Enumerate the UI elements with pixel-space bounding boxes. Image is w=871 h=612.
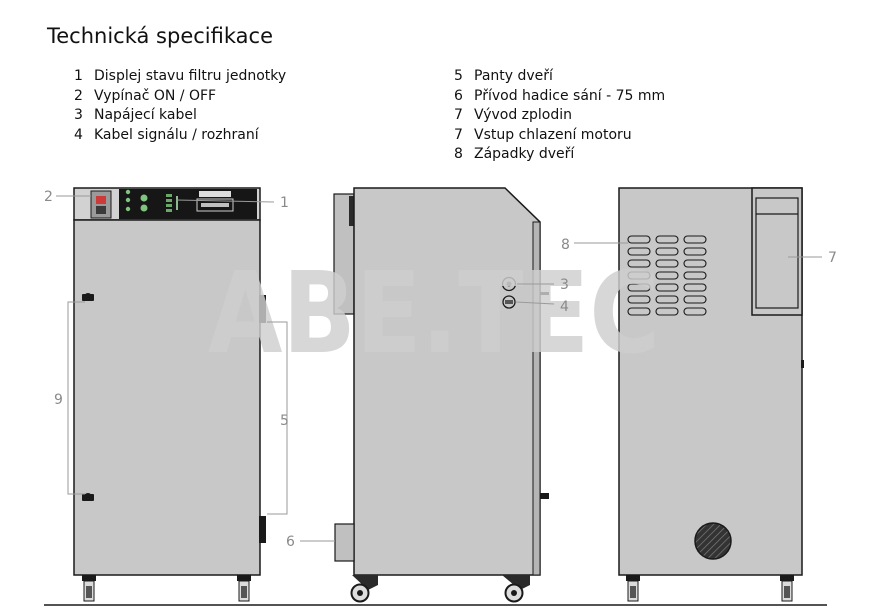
- castor: [502, 575, 530, 603]
- exhaust-outlet: [751, 187, 803, 316]
- castor: [237, 575, 251, 602]
- callout-7: 7: [828, 250, 837, 266]
- front-view: [73, 187, 266, 602]
- page-title: Technická specifikace: [47, 24, 273, 48]
- callout-4: 4: [560, 299, 569, 315]
- castor: [626, 575, 640, 602]
- door-hinge-top: [259, 295, 266, 323]
- callout-3: 3: [560, 277, 569, 293]
- cooling-vents: [627, 235, 707, 316]
- door-latch-bottom: [82, 493, 94, 501]
- door-latch-top: [82, 293, 94, 301]
- switch-on-indicator: [96, 196, 106, 204]
- callout-5: 5: [280, 413, 289, 429]
- side-view: [333, 187, 549, 603]
- side-body: [353, 187, 541, 576]
- rear-view: [618, 187, 804, 602]
- callout-2: 2: [44, 189, 53, 205]
- filter-status-display: [119, 189, 257, 219]
- side-door-edge: [532, 221, 541, 576]
- suction-hose-inlet: [334, 523, 355, 562]
- front-door: [73, 219, 261, 576]
- callout-1: 1: [280, 195, 289, 211]
- switch-off-indicator: [96, 206, 106, 214]
- callout-8: 8: [561, 237, 570, 253]
- callouts: 2 1 9 5 6 3 4 8 7: [44, 189, 837, 550]
- castor: [350, 575, 378, 603]
- castor: [82, 575, 96, 602]
- power-cable-inlet: [501, 276, 517, 292]
- callout-6: 6: [286, 534, 295, 550]
- door-hinge-bottom: [259, 516, 266, 543]
- callout-9: 9: [54, 392, 63, 408]
- watermark: ABE.TEC: [208, 249, 660, 379]
- castor: [780, 575, 794, 602]
- motor-cooling-inlet: [694, 522, 732, 560]
- signal-interface-port: [502, 295, 516, 309]
